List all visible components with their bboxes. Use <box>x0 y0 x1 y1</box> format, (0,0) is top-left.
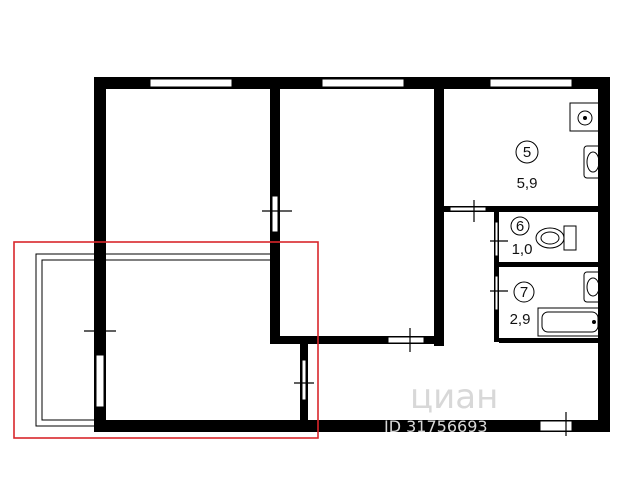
watermark: циан ID 31756693 <box>384 377 498 436</box>
watermark-id: ID 31756693 <box>384 417 488 436</box>
balcony <box>35 253 270 427</box>
watermark-brand: циан <box>410 377 498 417</box>
room-5: 5 5,9 <box>515 140 539 192</box>
room-area: 1,0 <box>512 241 533 258</box>
left-window <box>95 354 105 408</box>
room-6: 6 1,0 <box>510 216 533 258</box>
room-area: 2,9 <box>510 311 531 328</box>
top-windows <box>149 78 573 88</box>
room-area: 5,9 <box>517 175 538 192</box>
washbasin-icon <box>583 145 603 179</box>
toilet-icon <box>535 225 577 251</box>
door-marks <box>84 200 567 436</box>
door-openings <box>271 195 499 401</box>
room-7: 7 2,9 <box>510 281 535 328</box>
room-number: 7 <box>520 284 528 301</box>
bathtub-icon <box>537 307 603 337</box>
washbasin-icon <box>583 271 603 303</box>
bottom-door-gap <box>539 420 573 432</box>
highlight-frame <box>13 241 319 439</box>
sink-icon <box>569 102 601 132</box>
room-number: 5 <box>523 144 531 161</box>
room-number: 6 <box>516 218 524 235</box>
interior-walls <box>270 89 604 420</box>
